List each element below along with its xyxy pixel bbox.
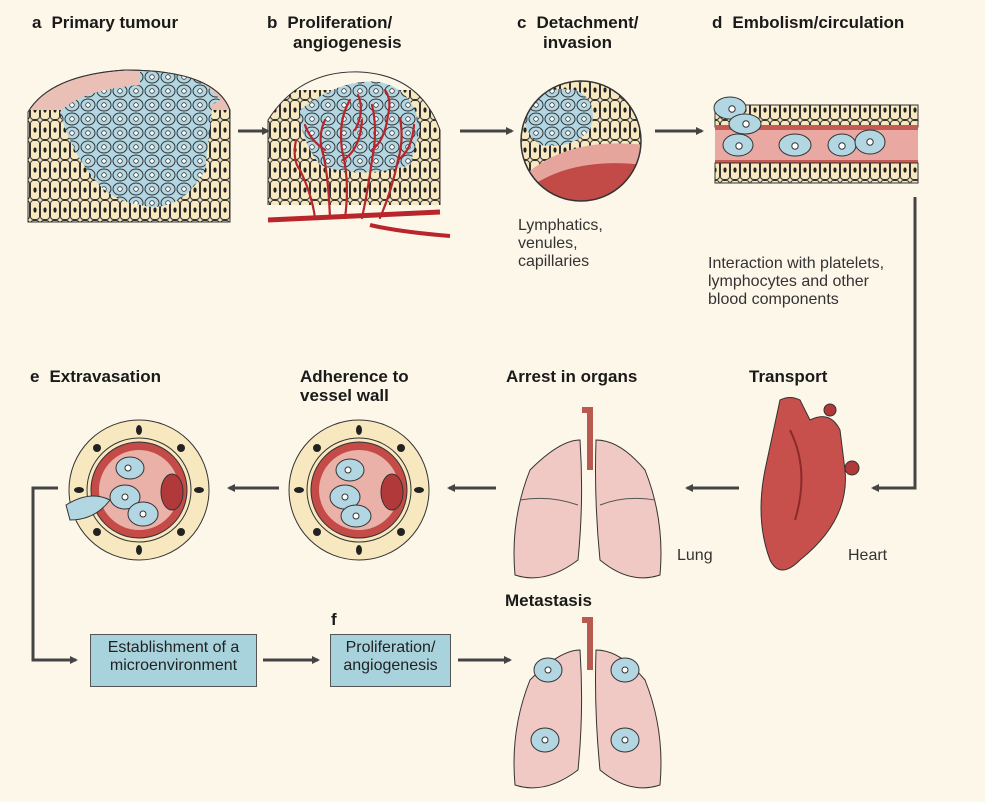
adherence-title: Adherence to vessel wall: [300, 367, 409, 405]
vessels-note-line1: Lymphatics,: [518, 217, 603, 234]
adherence-title-line1: Adherence to: [300, 367, 409, 386]
panel-c-title-line1: Detachment/: [536, 13, 639, 32]
lung-illustration: [513, 407, 662, 579]
proliferation-box-line1: Proliferation/: [345, 639, 436, 656]
vessels-note-line3: capillaries: [518, 252, 590, 270]
panel-b-title-line2: angiogenesis: [293, 33, 402, 52]
arrest-title: Arrest in organs: [506, 367, 638, 386]
panel-c-title-line2: invasion: [543, 33, 612, 52]
proliferation-box-line2: angiogenesis: [343, 656, 438, 674]
interaction-note-line2: lymphocytes and other: [708, 272, 869, 290]
vessels-note-line2: venules,: [518, 234, 578, 252]
panel-d-letter: d: [712, 13, 723, 32]
proliferation-box: Proliferation/ angiogenesis: [330, 634, 451, 687]
interaction-note-line3: blood components: [708, 290, 839, 308]
panel-d-title-text: Embolism/circulation: [732, 13, 905, 32]
metastatic-lung-illustration: [513, 617, 662, 789]
adherence-illustration: [288, 419, 430, 561]
flow-arrows: [31, 127, 917, 664]
panel-b-title-line1: Proliferation/: [287, 13, 393, 32]
panel-f-letter: f: [331, 610, 337, 629]
circulation-illustration: [713, 96, 919, 184]
panel-c-letter: c: [517, 13, 527, 32]
heart-illustration: [760, 397, 860, 571]
angiogenesis-illustration: [267, 71, 451, 238]
panel-b-letter: b: [267, 13, 278, 32]
panel-a-title-text: Primary tumour: [51, 13, 179, 32]
panel-b-title: b Proliferation/: [267, 13, 392, 32]
invasion-illustration: [520, 80, 642, 202]
primary-tumour-illustration: [27, 69, 231, 223]
vessels-note: Lymphatics, venules, capillaries: [518, 217, 603, 271]
interaction-note-line1: Interaction with platelets,: [708, 255, 885, 272]
metastasis-title: Metastasis: [505, 591, 592, 610]
lung-label: Lung: [677, 547, 713, 564]
panel-c-title: c Detachment/: [517, 13, 639, 32]
heart-label: Heart: [848, 547, 888, 564]
extravasation-illustration: [65, 419, 210, 561]
panel-d-title: d Embolism/circulation: [712, 13, 904, 32]
transport-title: Transport: [749, 367, 828, 386]
microenvironment-box-line2: microenvironment: [109, 656, 238, 674]
panel-e-letter: e: [30, 367, 40, 386]
interaction-note: Interaction with platelets, lymphocytes …: [708, 255, 884, 309]
panel-a-title: a Primary tumour: [32, 13, 178, 32]
panel-e-title-text: Extravasation: [49, 367, 161, 386]
panel-e-title: e Extravasation: [30, 367, 161, 386]
adherence-title-line2: vessel wall: [300, 386, 389, 406]
microenvironment-box-line1: Establishment of a: [107, 639, 240, 656]
microenvironment-box: Establishment of a microenvironment: [90, 634, 257, 687]
panel-a-letter: a: [32, 13, 42, 32]
